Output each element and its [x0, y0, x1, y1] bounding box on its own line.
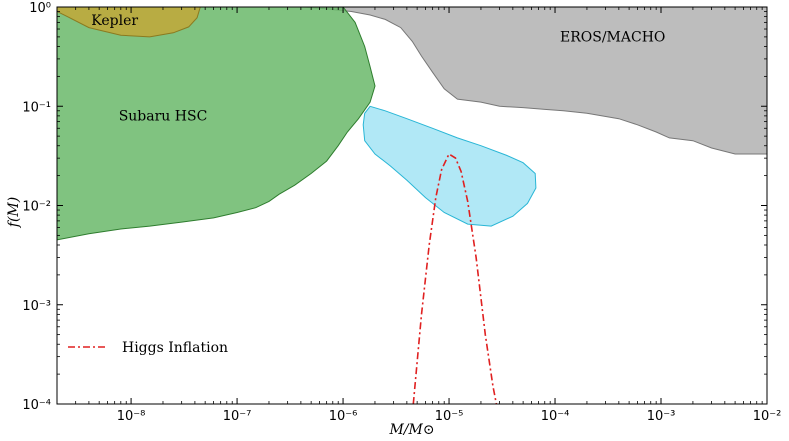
- y-tick-label: 10⁻⁴: [22, 398, 51, 413]
- regions-layer: [57, 7, 767, 241]
- region-labels: EROS/MACHO Subaru HSC Kepler: [91, 13, 665, 125]
- y-tick-label: 10⁰: [29, 1, 51, 16]
- region-label-kepler: Kepler: [91, 13, 138, 29]
- x-tick-label: 10⁻⁸: [117, 409, 146, 424]
- y-axis-label: f(M): [6, 197, 22, 228]
- region-subaru-hsc: [57, 7, 376, 241]
- x-tick-label: 10⁻⁷: [223, 409, 252, 424]
- region-label-subaru-hsc: Subaru HSC: [119, 108, 208, 124]
- series-layer: [412, 152, 498, 404]
- x-tick-label: 10⁻⁵: [435, 409, 464, 424]
- x-tick-label: 10⁻⁶: [329, 409, 358, 424]
- ticks-layer: 10⁻⁸ 10⁻⁷ 10⁻⁶ 10⁻⁵ 10⁻⁴ 10⁻³ 10⁻² 10⁻⁴ 10⁻³ 10⁻²…: [22, 1, 781, 424]
- region-shaded-3: [362, 105, 537, 227]
- y-tick-label: 10⁻²: [22, 200, 51, 215]
- x-axis-label: M/M⊙: [388, 422, 434, 438]
- y-tick-label: 10⁻³: [22, 299, 51, 314]
- region-eros-macho: [300, 7, 767, 155]
- x-tick-label: 10⁻³: [647, 409, 676, 424]
- region-label-eros-macho: EROS/MACHO: [560, 29, 665, 45]
- legend-label-higgs: Higgs Inflation: [122, 340, 228, 356]
- x-tick-label: 10⁻⁴: [541, 409, 570, 424]
- series-line-higgs-inflation: [412, 152, 498, 404]
- legend: Higgs Inflation: [68, 340, 228, 356]
- x-tick-label: 10⁻²: [753, 409, 782, 424]
- y-tick-label: 10⁻¹: [22, 100, 51, 115]
- region-kepler: [57, 7, 201, 38]
